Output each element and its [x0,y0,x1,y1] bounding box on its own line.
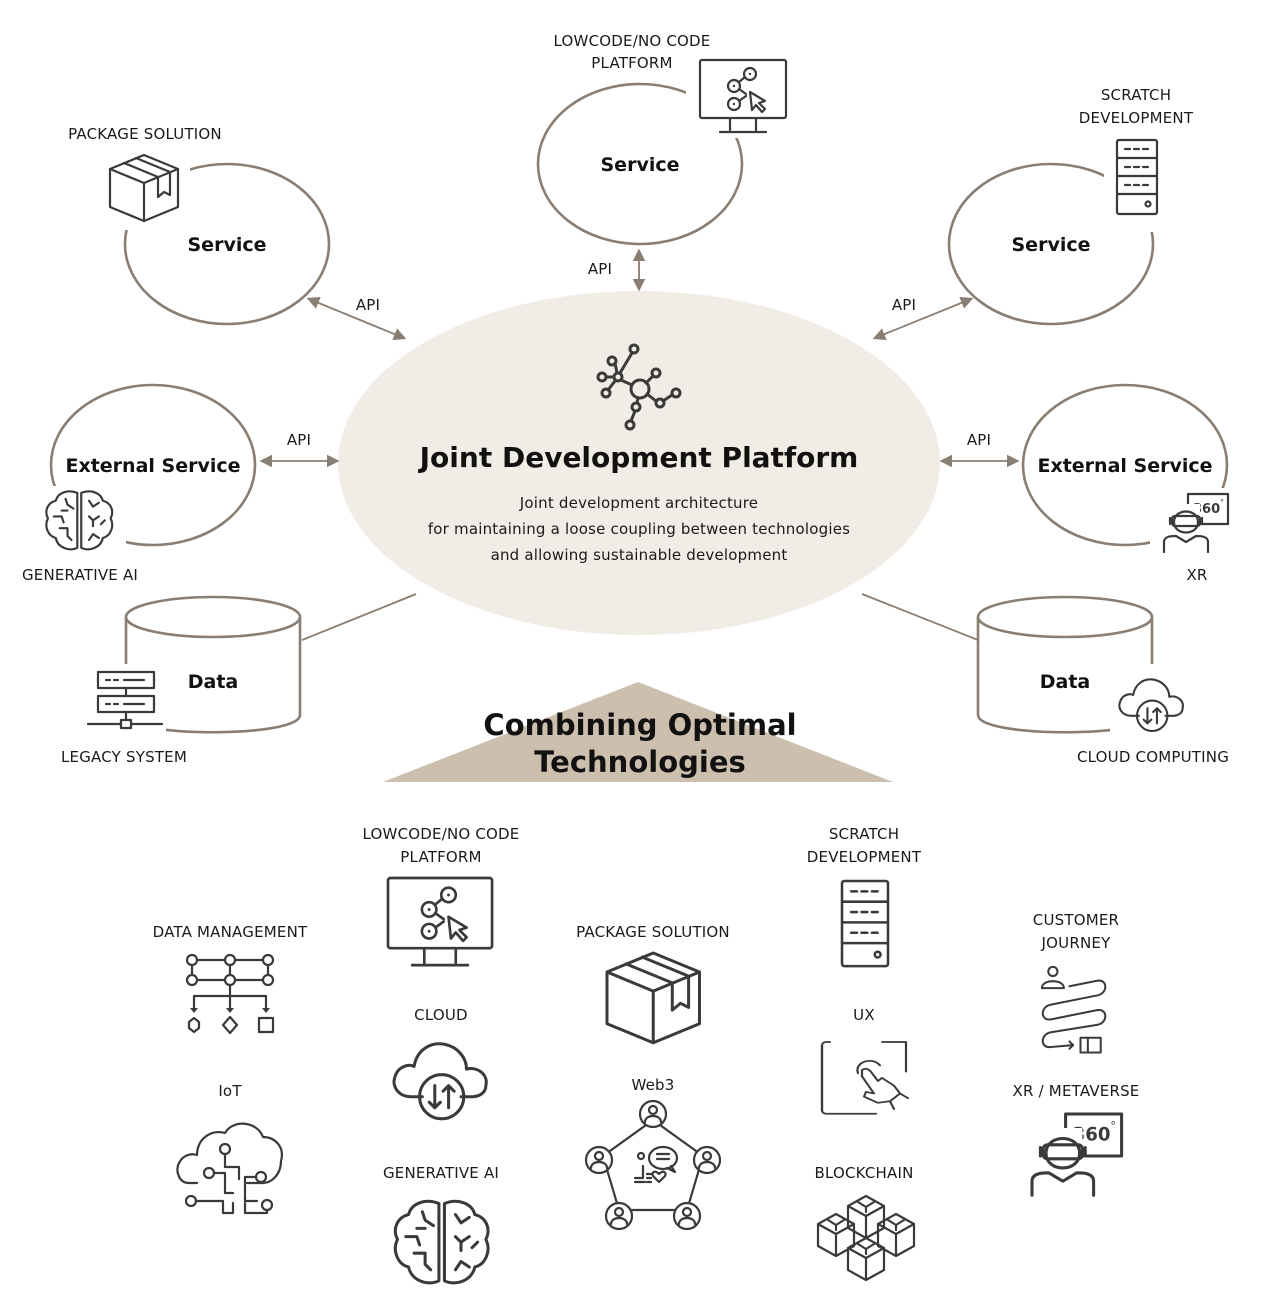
server-rack-icon [840,879,890,968]
node-external-left: GENERATIVE AI External Service [22,383,257,584]
api-label: API [892,296,916,314]
platform-ellipse [338,291,940,635]
api-arrow-top-right [872,296,974,341]
api-label: API [356,296,380,314]
service-label: Service [601,154,680,176]
tech-label: DATA MANAGEMENT [153,923,308,941]
data-management-icon [185,953,275,1035]
vr-headset-360-icon [1030,1112,1124,1197]
node-service-top-left: PACKAGE SOLUTION Service [68,125,331,326]
tech-label: GENERATIVE AI [22,566,138,584]
tech-package-solution: PACKAGE SOLUTION [576,923,730,1045]
web3-network-icon [583,1098,723,1232]
tech-cloud: CLOUD [392,1006,488,1121]
tech-label: IoT [218,1082,242,1100]
data-label: Data [188,671,239,693]
blockchain-cubes-icon [818,1196,914,1280]
package-box-icon [605,951,701,1045]
tech-label-2: DEVELOPMENT [807,848,922,866]
tech-xr-metaverse: XR / METAVERSE [1013,1082,1140,1197]
service-label: External Service [65,455,240,477]
api-label: API [287,431,311,449]
tech-label-1: SCRATCH [1101,86,1171,104]
customer-journey-icon [1040,965,1107,1054]
tech-web3: Web3 [583,1076,723,1232]
tech-label-2: PLATFORM [400,848,481,866]
tech-iot: IoT [176,1082,283,1215]
tech-label-1: LOWCODE/NO CODE [363,825,520,843]
data-left-link [301,593,417,641]
tech-label-2: DEVELOPMENT [1079,109,1194,127]
tech-label: LEGACY SYSTEM [61,748,187,766]
tech-label: PACKAGE SOLUTION [68,125,222,143]
tech-label: GENERATIVE AI [383,1164,499,1182]
tech-scratch: SCRATCH DEVELOPMENT [807,825,922,968]
api-label: API [967,431,991,449]
node-service-top-right: SCRATCH DEVELOPMENT Service [947,86,1194,326]
node-data-left: LEGACY SYSTEM Data [61,595,302,766]
service-label: External Service [1037,455,1212,477]
data-right-link [861,593,979,641]
monitor-flow-icon [386,876,494,967]
tech-lowcode: LOWCODE/NO CODE PLATFORM [363,825,520,967]
tech-label-1: CUSTOMER [1033,911,1119,929]
tech-label-1: LOWCODE/NO CODE [554,32,711,50]
platform-description-1: Joint development architecture [519,494,758,512]
tech-label: PACKAGE SOLUTION [576,923,730,941]
platform-description-3: and allowing sustainable development [491,546,788,564]
tech-label: Web3 [631,1076,674,1094]
touch-screen-icon [820,1040,910,1115]
service-label: Service [188,234,267,256]
tech-customer-journey: CUSTOMER JOURNEY [1033,911,1119,1054]
data-label: Data [1040,671,1091,693]
brain-icon [393,1199,490,1285]
tech-data-management: DATA MANAGEMENT [153,923,308,1035]
tech-label: BLOCKCHAIN [814,1164,913,1182]
tech-label: CLOUD [414,1006,468,1024]
tech-label-2: PLATFORM [591,54,672,72]
api-label: API [588,260,612,278]
section-title-1: Combining Optimal [483,708,796,742]
platform-description-2: for maintaining a loose coupling between… [428,520,850,538]
node-service-top: LOWCODE/NO CODE PLATFORM Service [536,32,792,246]
api-arrow-top-left [306,297,407,340]
iot-cloud-icon [176,1122,283,1215]
tech-generative-ai: GENERATIVE AI [383,1164,499,1285]
tech-label: XR [1186,566,1207,584]
tech-label: CLOUD COMPUTING [1077,748,1229,766]
tech-label: XR / METAVERSE [1013,1082,1140,1100]
tech-ux: UX [820,1006,910,1115]
node-external-right: XR External Service [1021,383,1240,584]
platform-title: Joint Development Platform [418,441,859,474]
node-data-right: CLOUD COMPUTING Data [976,595,1229,766]
service-label: Service [1012,234,1091,256]
cloud-transfer-icon [392,1042,488,1121]
section-triangle [383,682,893,782]
tech-label-1: SCRATCH [829,825,899,843]
tech-label: UX [853,1006,875,1024]
tech-blockchain: BLOCKCHAIN [814,1164,914,1280]
section-title-2: Technologies [534,745,746,779]
tech-label-2: JOURNEY [1041,934,1112,952]
